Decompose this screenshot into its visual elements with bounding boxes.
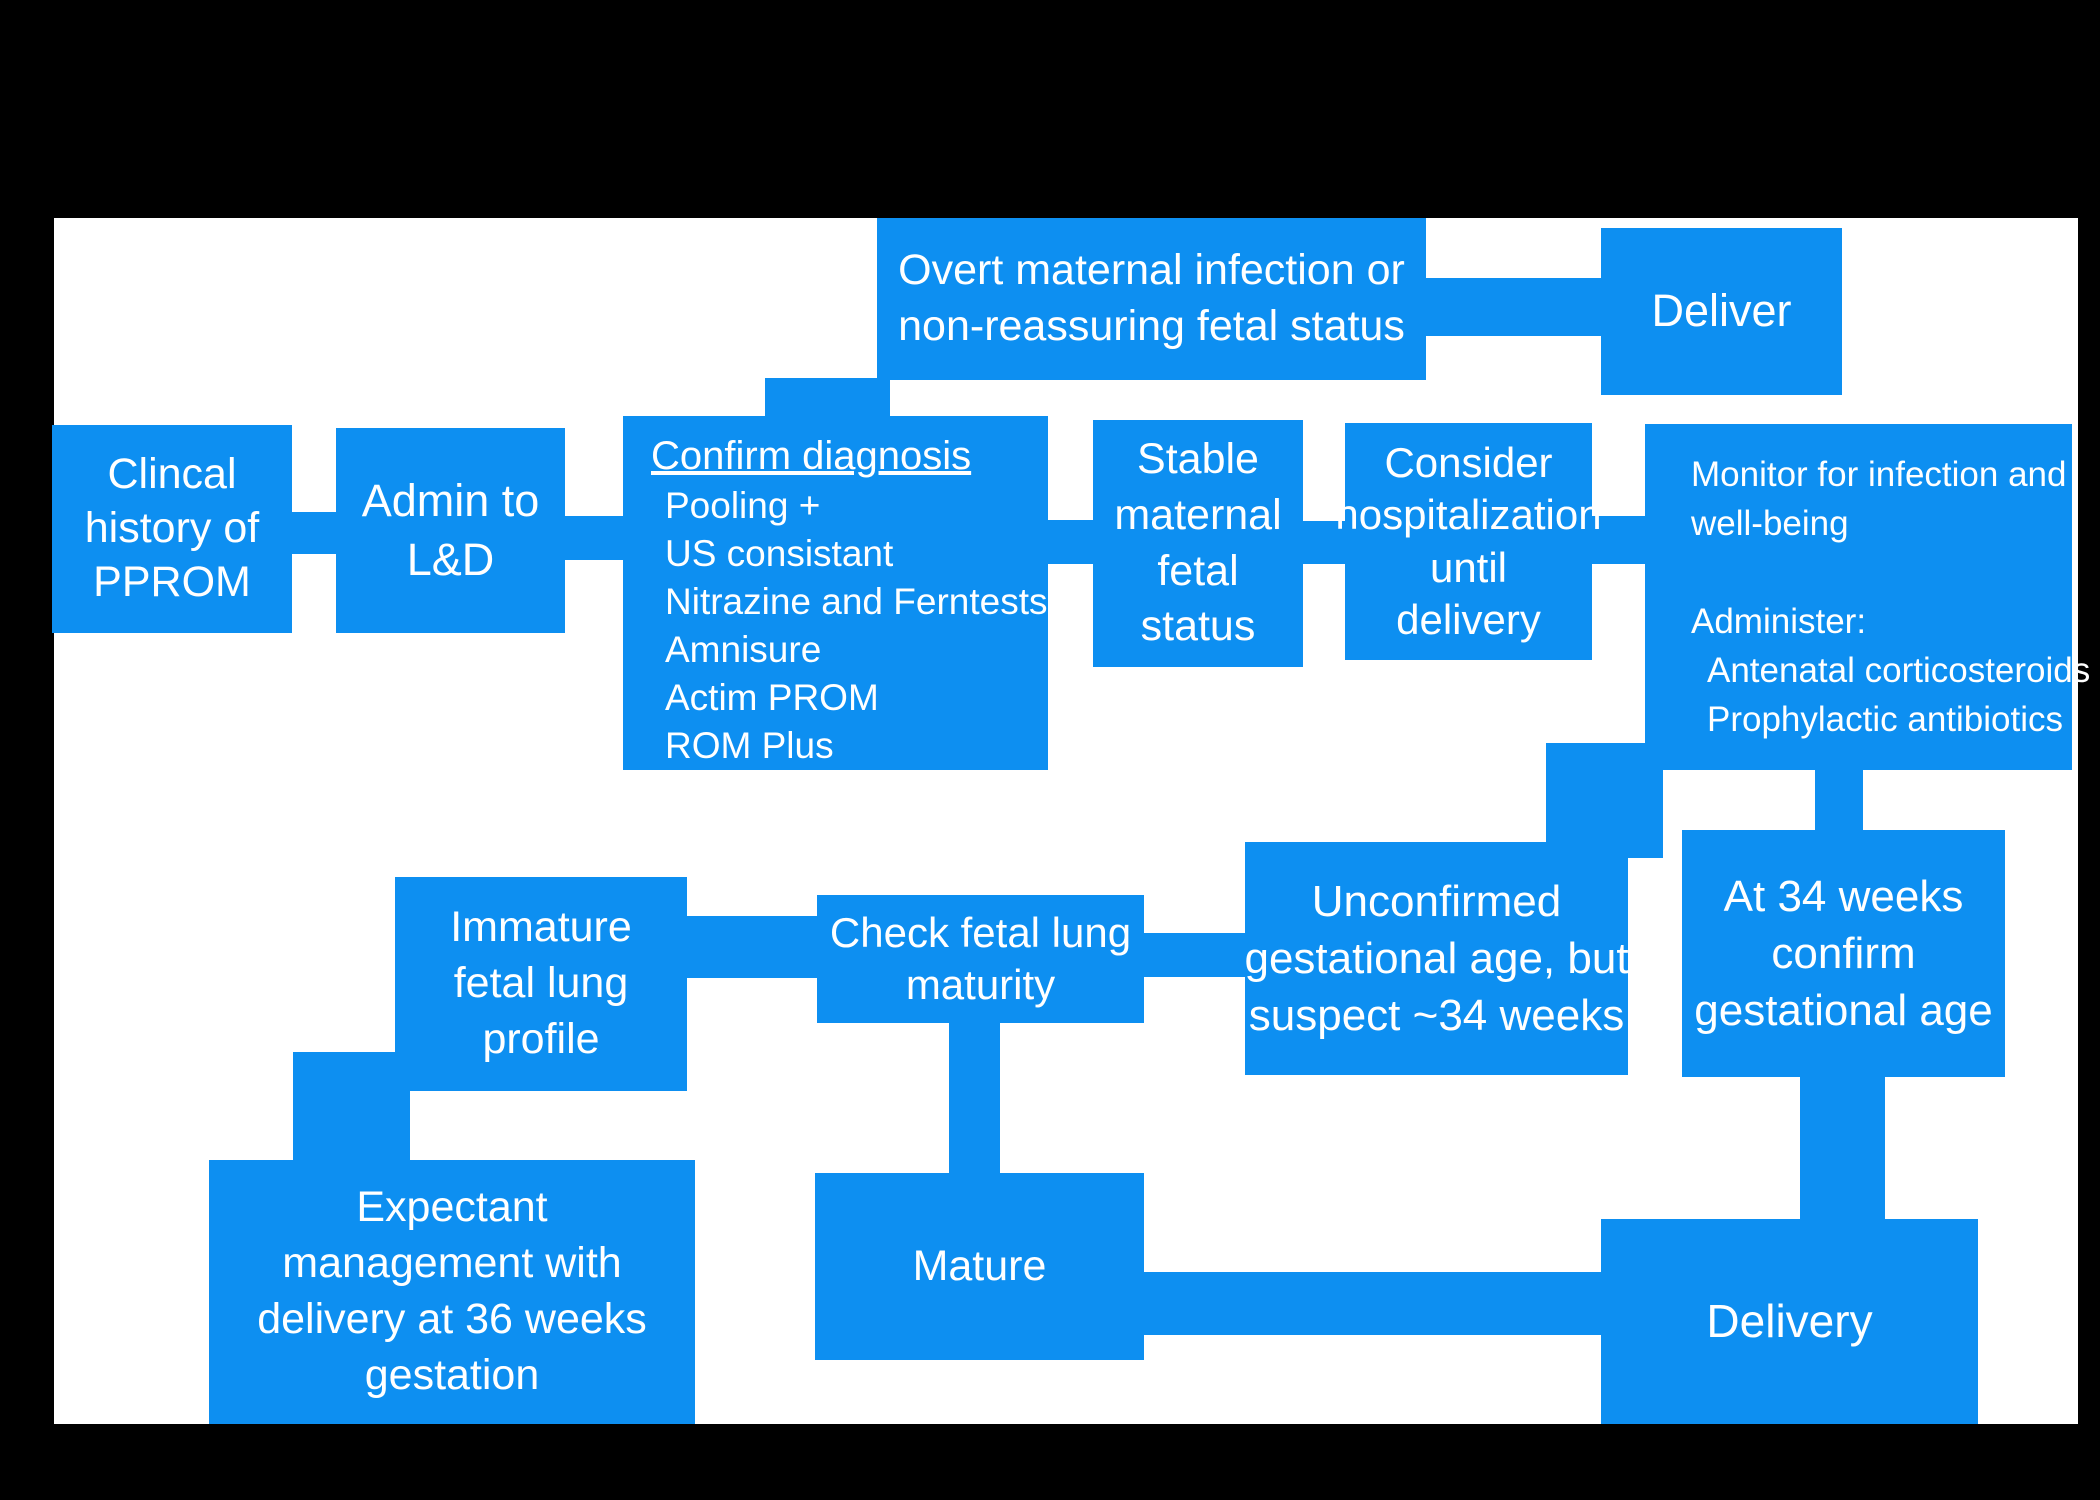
box-text-line: fetal [1157, 546, 1239, 595]
confirm-diagnosis-item: Actim PROM [665, 676, 879, 718]
box-stable-maternal-fetal-status: Stable maternal fetal status [1093, 420, 1303, 667]
box-consider-hospitalization: Consider hospitalization until delivery [1335, 423, 1602, 660]
connector-confirm-to-stable [1048, 520, 1093, 564]
connector-immature-to-check [687, 916, 817, 978]
box-text-line: status [1140, 602, 1256, 651]
box-text-line: gestational age [1694, 986, 1993, 1036]
box-text-line: Deliver [1651, 285, 1792, 337]
box-text-line: Admin to [361, 475, 540, 526]
box-unconfirmed-gestational-age: Unconfirmed gestational age, but suspect… [1244, 842, 1629, 1075]
box-text-line: At 34 weeks [1723, 871, 1964, 921]
connector-overt-to-deliver [1426, 278, 1601, 336]
box-at-34-weeks-confirm: At 34 weeks confirm gestational age [1682, 830, 2005, 1077]
confirm-diagnosis-item: Amnisure [665, 628, 822, 670]
box-text-line: delivery at 36 weeks [257, 1295, 647, 1343]
box-text-line: Prophylactic antibiotics [1707, 700, 2063, 739]
box-immature-fetal-lung-profile: Immature fetal lung profile [395, 877, 687, 1091]
box-text-line: L&D [406, 533, 495, 585]
box-text-line: suspect ~34 weeks [1248, 991, 1625, 1041]
box-text-line: management with [282, 1239, 622, 1288]
connector-confirm-to-overt [765, 378, 890, 418]
box-text-line: Consider [1384, 438, 1553, 486]
box-text-line: Monitor for infection and [1691, 455, 2067, 494]
box-clinical-history-pprom: Clincal history of PPROM [52, 425, 292, 633]
connector-monitor-to-at34 [1815, 770, 1863, 832]
connector-stable-to-consider [1303, 521, 1345, 564]
connector-check-to-unconfirmed [1143, 933, 1245, 977]
connector-admit-to-confirm [565, 516, 623, 560]
box-text-line: Stable [1137, 434, 1259, 483]
box-text-line: Immature [450, 903, 632, 952]
box-text-line: Expectant [356, 1183, 548, 1232]
box-text-line: history of [84, 504, 260, 553]
box-text-line: PPROM [93, 557, 251, 606]
box-mature: Mature [815, 1173, 1144, 1360]
box-deliver: Deliver [1601, 228, 1842, 395]
box-text-line: non-reassuring fetal status [898, 302, 1405, 350]
connector-monitor-down-square [1546, 743, 1663, 858]
box-text-line: profile [482, 1014, 600, 1063]
box-text-line: confirm [1771, 928, 1916, 978]
box-expectant-management: Expectant management with delivery at 36… [209, 1160, 695, 1424]
box-text-line: Antenatal corticosteroids [1707, 651, 2091, 690]
box-monitor-infection-administer: Monitor for infection and well-being Adm… [1645, 424, 2090, 770]
connector-clinical-to-admit [292, 512, 338, 554]
box-text-line: Mature [912, 1241, 1047, 1290]
box-text-line: until [1429, 543, 1508, 591]
box-confirm-diagnosis: Confirm diagnosis Pooling + US consistan… [623, 416, 1048, 770]
confirm-diagnosis-item: Nitrazine and Ferntests [665, 580, 1048, 622]
box-check-fetal-lung-maturity: Check fetal lung maturity [817, 895, 1144, 1023]
box-text-line: gestation [364, 1350, 540, 1399]
connector-mature-to-delivery [1144, 1272, 1601, 1335]
box-text-line: maternal [1114, 490, 1282, 539]
connector-immature-to-expectant [293, 1052, 410, 1164]
box-text-line: Delivery [1706, 1294, 1873, 1347]
box-delivery: Delivery [1601, 1219, 1978, 1424]
box-text-line: Clincal [107, 450, 237, 499]
box-text-line: Administer: [1691, 602, 1867, 641]
box-text-line: delivery [1396, 596, 1541, 643]
confirm-diagnosis-item: ROM Plus [665, 725, 834, 766]
box-text-line: gestational age, but [1244, 933, 1629, 983]
box-text-line: well-being [1691, 504, 1849, 543]
confirm-diagnosis-item: Pooling + [665, 484, 821, 526]
box-text-line: Check fetal lung [829, 908, 1132, 956]
connector-at34-to-delivery [1800, 1077, 1885, 1219]
box-text-line: fetal lung [453, 959, 629, 1008]
box-text-line: hospitalization [1335, 491, 1602, 538]
box-overt-maternal-infection: Overt maternal infection or non-reassuri… [877, 218, 1426, 380]
connector-consider-to-monitor [1592, 516, 1645, 564]
box-text-line: maturity [905, 961, 1056, 1008]
connector-check-to-mature [949, 1023, 1000, 1173]
box-text-line: Unconfirmed [1311, 876, 1562, 926]
confirm-diagnosis-item: US consistant [665, 532, 894, 574]
box-text-line: Overt maternal infection or [898, 246, 1405, 295]
confirm-diagnosis-title: Confirm diagnosis [651, 434, 972, 478]
box-admit-to-ld: Admin to L&D [336, 428, 565, 633]
